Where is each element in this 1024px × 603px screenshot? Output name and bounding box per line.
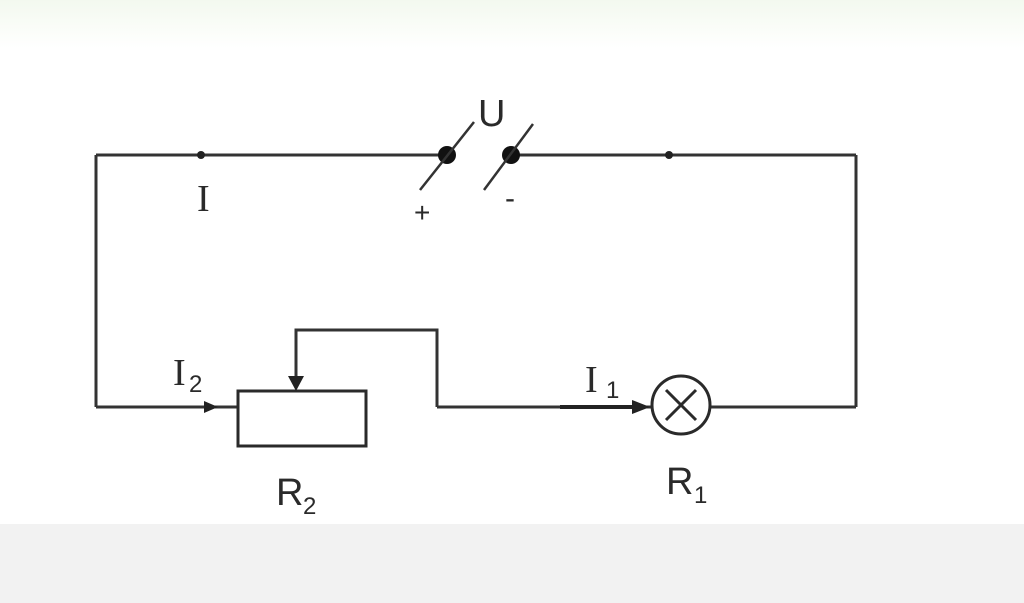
current-2-subscript: 2	[189, 371, 202, 398]
rheostat-subscript: 2	[303, 493, 316, 520]
rheostat	[236, 328, 439, 448]
lamp-letter: R	[666, 461, 693, 503]
slider-wire	[294, 328, 439, 407]
junction-dot-left	[197, 151, 205, 159]
rheostat-body	[236, 389, 368, 448]
plus-label: +	[414, 197, 430, 228]
voltage-source	[419, 121, 535, 191]
rheostat-letter: R	[276, 472, 303, 514]
source-label: U	[478, 93, 505, 135]
current-1-label: I 1	[585, 359, 619, 404]
current-1-arrow	[560, 400, 650, 414]
top-background-tint	[0, 0, 1024, 48]
lamp-label: R 1	[666, 461, 707, 509]
current-1-subscript: 1	[606, 377, 619, 404]
wires	[94, 153, 858, 409]
bottom-bar	[0, 524, 1024, 603]
positive-slash	[419, 121, 475, 191]
current-1-arrow-icon	[632, 400, 650, 414]
current-2-letter: I	[173, 352, 186, 394]
total-current-label: I	[197, 178, 210, 220]
current-2-label: I 2	[173, 352, 202, 398]
current-2-arrow-icon	[204, 401, 218, 413]
negative-slash	[482, 123, 535, 191]
lamp-cross-b	[664, 388, 698, 422]
current-1-letter: I	[585, 359, 598, 401]
slider-arrow-icon	[288, 376, 304, 391]
lamp	[650, 374, 712, 436]
minus-label: -	[505, 182, 515, 215]
junction-dot-right	[665, 151, 673, 159]
lamp-subscript: 1	[694, 482, 707, 509]
rheostat-label: R 2	[276, 472, 316, 520]
